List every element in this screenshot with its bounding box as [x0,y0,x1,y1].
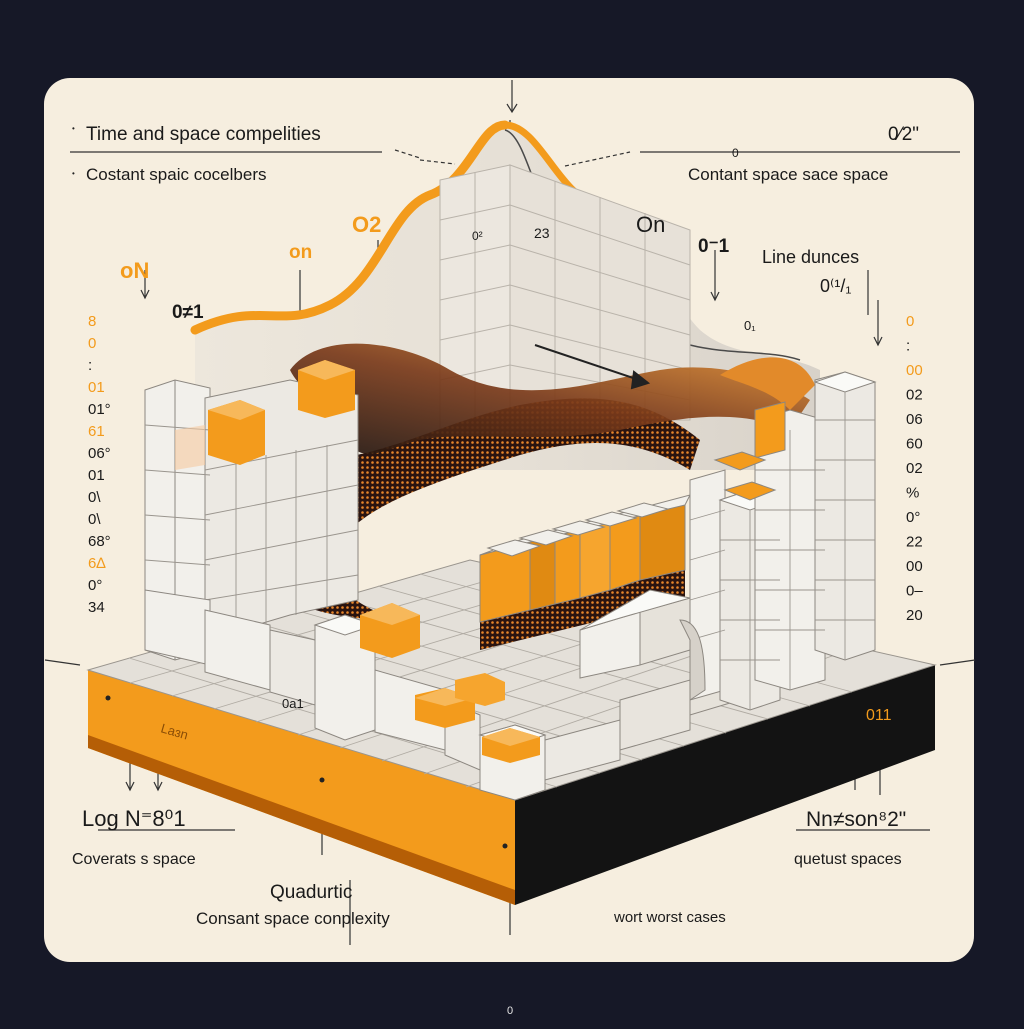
log-label: Log N⁼8⁰1 [82,806,186,831]
right-scale-label-4: 06 [906,411,923,428]
left-block-stack [144,360,359,661]
log-caption: Coverats s space [72,851,196,868]
right-tower [679,371,877,711]
header-title: Time and space compelities [86,124,321,145]
right-scale-label-12: 20 [906,607,923,624]
left-scale-label-13: 34 [88,599,105,616]
right-scale-label-0: 0 [906,313,914,330]
orange-ridge [190,120,510,335]
header-subtitle: Costant spaic cocelbers [86,165,266,184]
orange-markers [360,603,540,763]
right-scale-label-7: % [906,485,919,502]
left-scale-label-7: 01 [88,467,105,484]
top-right-label: 0⁄2" [888,124,919,145]
left-scale-label-10: 68° [88,533,111,550]
left-scale-label-2: : [88,357,92,374]
label-on-left: on [289,242,312,263]
back-grid-wall [439,164,691,441]
page-zero: 0 [507,1005,513,1017]
left-scale: 8 0: 01 01° 61 06° 01 0\ 0\ 68° 6∆ 0° 34 [88,313,111,616]
label-o-neq-1: 0≠1 [172,302,204,323]
label-line-dunces-value: 0⁽¹/₁ [820,276,852,296]
right-scale-label-3: 02 [906,387,923,404]
label-peak-o2: 0² [472,229,483,243]
left-scale-label-3: 01 [88,379,105,396]
right-scale-label-1: : [906,338,910,355]
curve-labels: oN on O2 0≠1 0² 23 On 0⁻1 Line dunces 0⁽… [120,212,859,333]
nn-label: Nn≠son⁸2" [806,808,906,831]
label-on-right: On [636,212,665,237]
platform-right-label: 011 [866,707,892,724]
label-o-minus-1: 0⁻1 [698,236,730,257]
right-scale: 0: 00 02 06 60 02% 0° 22 00 0– 20 [906,313,923,624]
dotted-wave-upper [290,343,810,454]
left-scale-label-8: 0\ [88,489,101,506]
worst-cases-label: wort worst cases [613,909,726,926]
left-scale-label-9: 0\ [88,511,101,528]
bottom-labels: Log N⁼8⁰1 Coverats s space Quadurtic Con… [72,806,906,1017]
center-arrow [534,344,651,390]
platform-labels: Laɜn 011 0a1 [159,696,891,743]
right-scale-label-11: 0– [906,583,923,600]
left-scale-label-5: 61 [88,423,105,440]
quadratic-caption: Consant space conplexity [196,909,390,928]
right-scale-label-10: 00 [906,558,923,575]
right-scale-label-9: 22 [906,534,923,551]
platform-front-label: Laɜn [159,720,190,742]
label-line-dunces: Line dunces [762,247,859,267]
label-peak-23: 23 [534,225,550,241]
nn-caption: quetust spaces [794,851,902,868]
left-scale-label-12: 0° [88,577,102,594]
right-scale-label-5: 60 [906,436,923,453]
platform-inner-label: 0a1 [282,696,304,711]
middle-bar-row [479,494,691,679]
left-scale-label-0: 8 [88,313,96,330]
right-scale-label-2: 00 [906,362,923,379]
left-scale-label-6: 06° [88,445,111,462]
label-o2: O2 [352,212,381,237]
header-group: • Time and space compelities • Costant s… [72,124,919,184]
quadratic-title: Quadurtic [270,882,352,903]
right-scale-label-6: 02 [906,460,923,477]
wave-tail [720,357,815,410]
left-scale-label-11: 6∆ [88,555,106,572]
svg-text:•: • [72,169,75,178]
top-right-caption: Contant space sace space [688,165,888,184]
left-scale-label-1: 0 [88,335,96,352]
label-small-o1: 0₁ [744,318,756,333]
label-on-orange: oN [120,258,149,283]
arrow-tick-label: 0 [732,146,739,160]
svg-text:•: • [72,124,75,133]
right-scale-label-8: 0° [906,509,920,526]
left-scale-label-4: 01° [88,401,111,418]
